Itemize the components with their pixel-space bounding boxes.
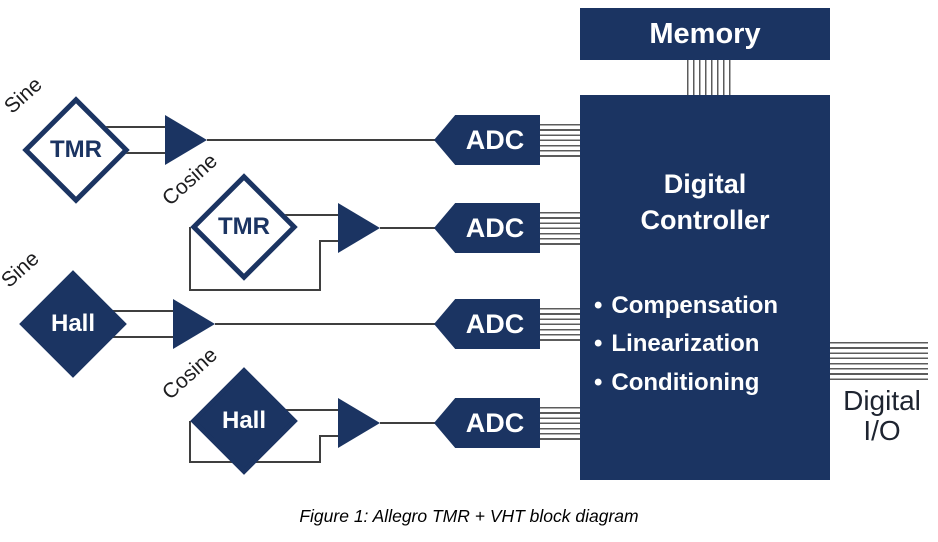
bullet-icon: • bbox=[594, 292, 603, 319]
controller-bullet-compensation: • Compensation bbox=[594, 287, 778, 325]
sensor-type-label: TMR bbox=[218, 212, 270, 240]
wire-tmr-cosine-loop bbox=[189, 227, 338, 291]
digital-io-label: Digital I/O bbox=[832, 385, 932, 447]
adc-bus-3 bbox=[538, 308, 582, 342]
figure-caption: Figure 1: Allegro TMR + VHT block diagra… bbox=[299, 506, 639, 526]
sensor-type-label: Hall bbox=[50, 309, 96, 337]
sensor-type-label: TMR bbox=[50, 135, 102, 163]
adc-block-3: ADC bbox=[434, 299, 540, 349]
digital-io-line1: Digital bbox=[843, 385, 921, 416]
digital-io-bus bbox=[830, 342, 928, 381]
sensor-type-label: Hall bbox=[221, 406, 267, 434]
adc-block-2: ADC bbox=[434, 203, 540, 253]
adc-bus-4 bbox=[538, 407, 582, 441]
controller-title: Digital Controller bbox=[580, 167, 830, 238]
controller-feature-list: • Compensation • Linearization • Conditioni… bbox=[594, 287, 778, 402]
digital-io-line2: I/O bbox=[863, 415, 901, 447]
memory-label: Memory bbox=[649, 17, 761, 50]
controller-title-line1: Digital bbox=[663, 169, 747, 199]
adc-block-1: ADC bbox=[434, 115, 540, 165]
bullet-icon: • bbox=[594, 330, 603, 358]
bullet-label: Conditioning bbox=[611, 368, 760, 396]
adc-bus-2 bbox=[538, 212, 582, 246]
controller-title-line2: Controller bbox=[640, 204, 770, 235]
adc-block-4: ADC bbox=[434, 398, 540, 448]
bullet-label: Linearization bbox=[611, 330, 760, 358]
adc-label: ADC bbox=[465, 212, 525, 243]
adc-bus-1 bbox=[538, 124, 582, 158]
bullet-label: Compensation bbox=[611, 292, 779, 319]
bullet-icon: • bbox=[594, 368, 603, 396]
digital-controller-block: Digital Controller • Compensation • Linear… bbox=[580, 95, 830, 480]
adc-label: ADC bbox=[465, 308, 525, 339]
controller-bullet-conditioning: • Conditioning bbox=[594, 364, 778, 402]
wire-hall-cosine-loop bbox=[189, 421, 338, 463]
memory-block: Memory bbox=[580, 8, 830, 60]
adc-label: ADC bbox=[465, 124, 525, 155]
adc-label: ADC bbox=[465, 407, 525, 438]
memory-bus bbox=[687, 60, 734, 95]
controller-bullet-linearization: • Linearization bbox=[594, 325, 778, 363]
